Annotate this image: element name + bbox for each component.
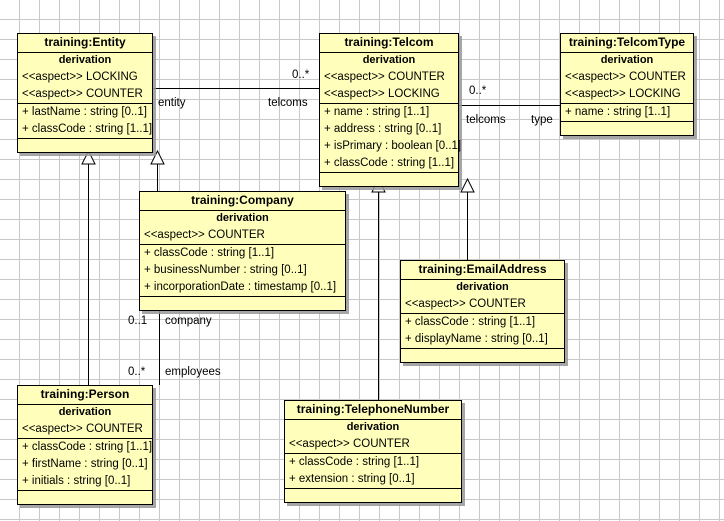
- uml-class-title: training:TelcomType: [561, 34, 693, 53]
- uml-class-operations: [401, 349, 564, 362]
- association-label-company-role: company: [165, 315, 212, 327]
- uml-class-aspect: <<aspect>> COUNTER: [18, 86, 152, 104]
- uml-class-title: training:Telcom: [320, 34, 458, 53]
- uml-class-attribute: + isPrimary : boolean [0..1]: [324, 140, 462, 152]
- uml-class-derivation: derivation: [58, 54, 112, 66]
- uml-class-aspect: <<aspect>> COUNTER: [140, 227, 345, 245]
- generalization-arrow-person-entity: [81, 150, 96, 165]
- generalization-line-company-entity[interactable]: [157, 163, 158, 191]
- uml-class-attribute: + classCode : string [1..1]: [22, 123, 153, 135]
- uml-class-attribute: + name : string [1..1]: [565, 106, 671, 118]
- generalization-arrow-emailaddress-telcom: [460, 178, 475, 193]
- uml-class-operations: [140, 297, 345, 310]
- uml-class-attribute: + classCode : string [1..1]: [289, 456, 420, 468]
- generalization-arrow-company-entity: [150, 150, 165, 165]
- uml-class-attribute: + address : string [0..1]: [324, 123, 442, 135]
- uml-class-attributes: + lastName : string [0..1] + classCode :…: [18, 104, 152, 139]
- uml-class-derivation: derivation: [362, 54, 416, 66]
- association-label-type-role: type: [531, 114, 553, 126]
- uml-class-attribute: + firstName : string [0..1]: [22, 458, 148, 470]
- uml-class-title: training:Person: [18, 386, 152, 405]
- uml-class-title: training:Entity: [18, 34, 152, 53]
- generalization-line-person-entity[interactable]: [88, 163, 89, 385]
- association-entity-telcom[interactable]: [153, 88, 319, 89]
- association-label-entity-role: entity: [158, 97, 186, 109]
- uml-class-attributes: + classCode : string [1..1] + businessNu…: [140, 245, 345, 297]
- association-multiplicity-employees: 0..*: [128, 366, 146, 378]
- uml-class-title: training:Company: [140, 192, 345, 211]
- uml-class-derivation: derivation: [456, 281, 509, 293]
- uml-class-aspect: <<aspect>> LOCKING: [320, 86, 458, 104]
- uml-class-operations: [18, 491, 152, 504]
- association-label-telcoms-role-left: telcoms: [268, 97, 308, 109]
- generalization-line-emailaddress-telcom[interactable]: [467, 191, 468, 260]
- uml-class-telephonenumber[interactable]: training:TelephoneNumber derivation <<as…: [284, 400, 462, 503]
- uml-class-attributes: + name : string [1..1] + address : strin…: [320, 104, 462, 173]
- uml-class-aspect: <<aspect>> COUNTER: [285, 436, 461, 454]
- uml-class-attribute: + classCode : string [1..1]: [22, 441, 153, 453]
- uml-class-title: training:EmailAddress: [401, 261, 564, 280]
- uml-class-attribute: + name : string [1..1]: [324, 106, 430, 118]
- uml-class-attribute: + incorporationDate : timestamp [0..1]: [144, 281, 337, 293]
- uml-class-attribute: + initials : string [0..1]: [22, 475, 131, 487]
- uml-class-operations: [320, 173, 458, 186]
- uml-class-derivation: derivation: [58, 406, 112, 418]
- association-multiplicity-telcom-right: 0..*: [469, 85, 487, 97]
- uml-class-attributes: + classCode : string [1..1] + firstName …: [18, 439, 152, 491]
- uml-class-derivation: derivation: [216, 212, 269, 224]
- uml-class-person[interactable]: training:Person derivation <<aspect>> CO…: [17, 385, 153, 505]
- uml-class-attribute: + classCode : string [1..1]: [405, 316, 536, 328]
- uml-class-telcom[interactable]: training:Telcom derivation <<aspect>> CO…: [319, 33, 462, 187]
- association-multiplicity-company: 0..1: [128, 315, 148, 327]
- uml-class-operations: [18, 139, 152, 152]
- uml-class-attributes: + classCode : string [1..1] + extension …: [285, 454, 461, 489]
- uml-class-attribute: + classCode : string [1..1]: [324, 157, 455, 169]
- uml-class-aspect: <<aspect>> COUNTER: [565, 71, 686, 83]
- association-label-telcoms-role-right: telcoms: [466, 114, 506, 126]
- uml-class-attributes: + name : string [1..1]: [561, 104, 693, 122]
- uml-class-derivation: derivation: [346, 421, 400, 433]
- uml-class-aspect: <<aspect>> LOCKING: [22, 71, 138, 83]
- association-label-employees-role: employees: [165, 366, 221, 378]
- uml-class-attributes: + classCode : string [1..1] + displayNam…: [401, 314, 564, 349]
- generalization-line-telephonenumber-telcom[interactable]: [378, 191, 379, 400]
- uml-class-attribute: + extension : string [0..1]: [289, 473, 415, 485]
- uml-class-aspect: <<aspect>> COUNTER: [401, 296, 564, 314]
- uml-class-title: training:TelephoneNumber: [285, 401, 461, 420]
- uml-class-operations: [285, 489, 461, 502]
- uml-class-operations: [561, 122, 693, 135]
- uml-class-aspect: <<aspect>> LOCKING: [561, 86, 693, 104]
- uml-class-emailaddress[interactable]: training:EmailAddress derivation <<aspec…: [400, 260, 565, 363]
- association-telcom-telcomtype[interactable]: [459, 105, 560, 106]
- uml-class-telcomtype[interactable]: training:TelcomType derivation <<aspect>…: [560, 33, 694, 136]
- uml-class-derivation: derivation: [600, 54, 654, 66]
- association-multiplicity-telcom-left: 0..*: [292, 69, 310, 81]
- uml-class-attribute: + displayName : string [0..1]: [405, 333, 548, 345]
- uml-class-attribute: + businessNumber : string [0..1]: [144, 264, 307, 276]
- uml-class-aspect: <<aspect>> COUNTER: [324, 71, 445, 83]
- uml-class-aspect: <<aspect>> COUNTER: [18, 421, 152, 439]
- uml-class-attribute: + classCode : string [1..1]: [144, 247, 275, 259]
- uml-class-company[interactable]: training:Company derivation <<aspect>> C…: [139, 191, 346, 311]
- uml-class-entity[interactable]: training:Entity derivation <<aspect>> LO…: [17, 33, 153, 153]
- uml-class-attribute: + lastName : string [0..1]: [22, 106, 147, 118]
- association-company-person[interactable]: [159, 301, 160, 385]
